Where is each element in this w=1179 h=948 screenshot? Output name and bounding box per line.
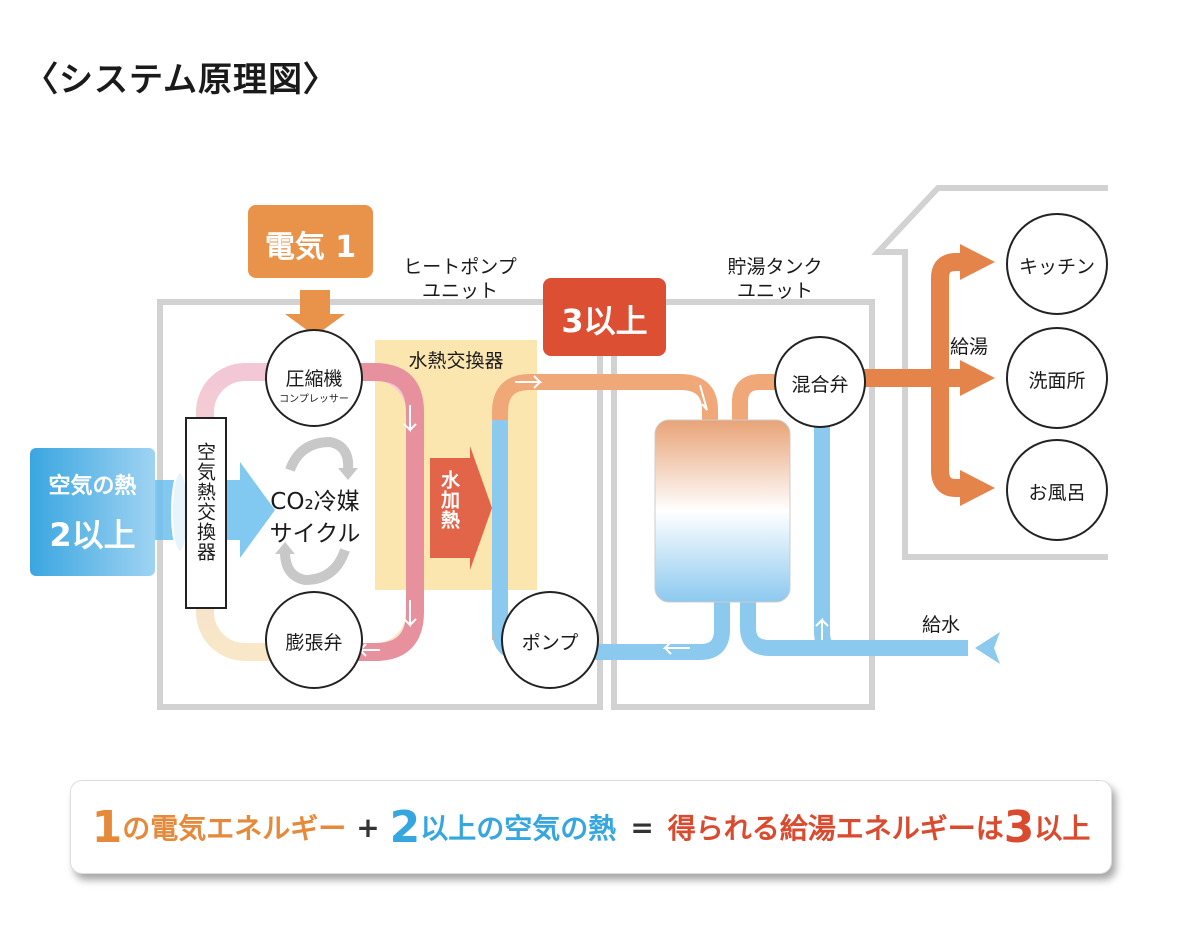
- co2-cycle-arrow-bottom: [280, 548, 350, 586]
- equation-plus: +: [356, 810, 380, 844]
- co2-cycle-label-2: サイクル: [269, 521, 361, 547]
- equation-text-result: 得られる給湯エネルギーは: [667, 812, 1004, 845]
- air-heat-exchanger-box: [185, 417, 227, 609]
- expansion-valve-circle: [265, 591, 363, 689]
- tank-unit-label-line1: 貯湯タンク: [727, 256, 823, 278]
- output-label: 3以上: [561, 302, 648, 340]
- tank-to-mixer-path: [732, 374, 790, 420]
- equation-number-2: 2: [389, 801, 421, 853]
- hot-water-path: [492, 374, 718, 640]
- branch-bath: [931, 378, 965, 497]
- house-frame: [871, 185, 1108, 560]
- water-heating-arrow: [430, 446, 492, 570]
- compressor-circle: [265, 329, 363, 427]
- compressor-label: 圧縮機: [285, 368, 343, 390]
- tank-bottom-to-pump: [595, 600, 730, 660]
- bath-label: お風呂: [1028, 482, 1086, 504]
- washroom-label: 洗面所: [1028, 370, 1086, 392]
- bath-circle: [1006, 439, 1108, 541]
- mixing-valve-label: 混合弁: [791, 374, 849, 396]
- equation-number-3: 3: [1003, 801, 1035, 853]
- supply-to-mixer: [814, 415, 848, 656]
- hot-water-supply-label: 給湯: [950, 336, 989, 358]
- air-heat-label-2: 2以上: [49, 516, 136, 554]
- co2-cycle-label-1: CO₂冷媒: [270, 489, 360, 515]
- refrigerant-hot-side: [330, 363, 424, 661]
- output-badge: [543, 278, 666, 356]
- energy-equation-banner: 1 の電気エネルギー + 2 以上の空気の熱 = 得られる給湯エネルギーは 3 …: [70, 780, 1112, 874]
- pump-label: ポンプ: [521, 632, 579, 654]
- heat-pump-unit-label-line1: ヒートポンプ: [403, 256, 517, 278]
- equation-text-air: 以上の空気の熱: [420, 812, 617, 845]
- air-heat-label-1: 空気の熱: [48, 474, 137, 499]
- equation-number-1: 1: [91, 801, 123, 853]
- tank-unit-label: 貯湯タンク ユニット: [705, 255, 845, 303]
- compressor-sub-label: コンプレッサー: [279, 394, 349, 405]
- tank-unit-label-line2: ユニット: [736, 280, 813, 302]
- kitchen-circle: [1006, 213, 1108, 315]
- branch-kitchen: [931, 253, 965, 378]
- water-supply-label: 給水: [922, 614, 961, 636]
- tank-unit-frame: [611, 299, 875, 710]
- equation-text-above: 以上: [1034, 812, 1091, 845]
- equation-text-electric: の電気エネルギー: [122, 812, 347, 845]
- water-heat-exchanger-label: 水熱交換器: [408, 350, 504, 372]
- heat-pump-unit-label-line2: ユニット: [421, 280, 498, 302]
- kitchen-label: キッチン: [1018, 256, 1095, 278]
- water-heating-label: 水加熱: [438, 470, 460, 530]
- hot-water-tank: [654, 419, 791, 603]
- electricity-badge: [248, 205, 373, 278]
- co2-cycle-arrow-top: [285, 436, 354, 472]
- electricity-label: 電気 1: [264, 230, 357, 265]
- equation-equals: =: [630, 810, 654, 844]
- air-heat-exchanger-label: 空気熱交換器: [194, 442, 216, 562]
- electricity-arrow: [285, 290, 345, 336]
- expansion-valve-label: 膨張弁: [285, 632, 343, 654]
- supply-to-tank: [740, 600, 968, 656]
- water-supply-arrow: [975, 632, 1000, 664]
- page-title: 〈システム原理図〉: [24, 60, 338, 100]
- heat-pump-unit-label: ヒートポンプ ユニット: [390, 255, 530, 303]
- washroom-circle: [1006, 327, 1108, 429]
- mixing-valve-circle: [774, 336, 866, 428]
- air-heat-badge: [30, 448, 155, 576]
- pump-circle: [501, 591, 599, 689]
